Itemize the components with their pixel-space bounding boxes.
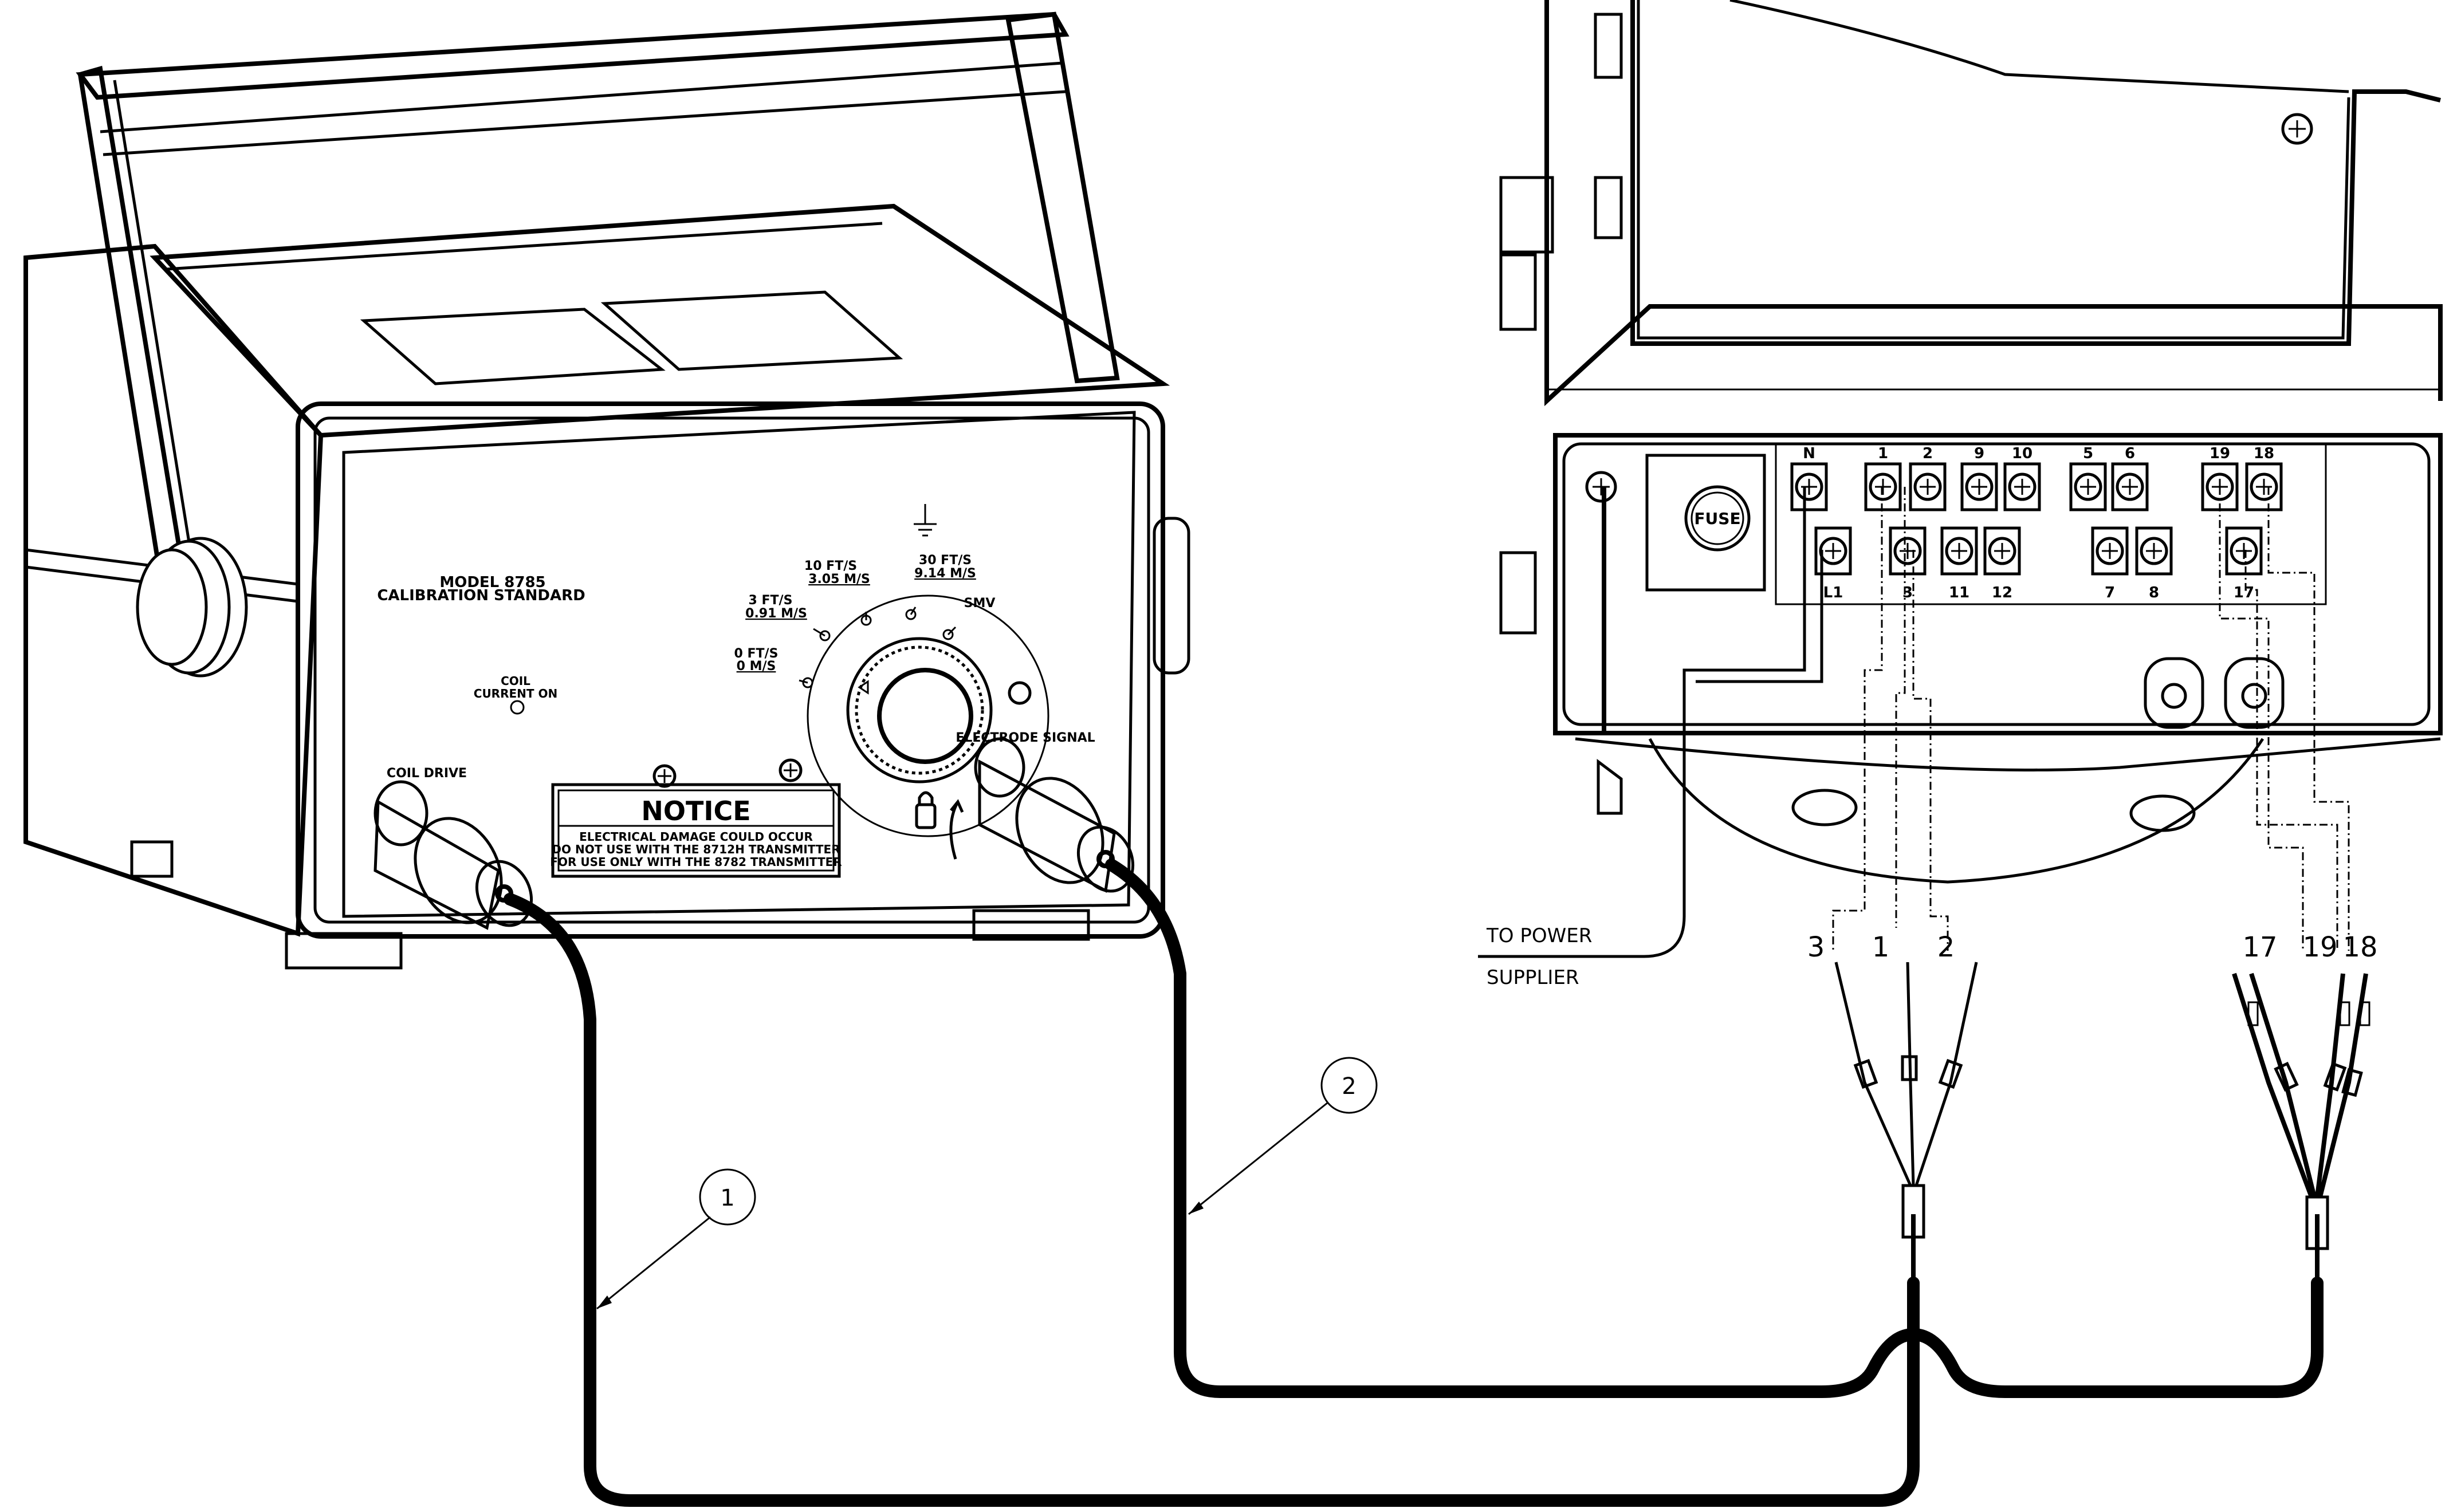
svg-text:FUSE: FUSE [1694,509,1740,528]
terminal-label: 7 [2105,584,2115,601]
terminal-label: 9 [1974,445,1984,462]
top-plate-right [600,290,903,371]
terminal-label: 19 [2210,445,2230,462]
wire-label-3: 3 [1807,931,1825,963]
svg-text:2: 2 [1342,1073,1356,1100]
dial-3fts: 3 FT/S [749,593,793,608]
rotate-arrow-icon [949,799,964,860]
calibration-standard-device: MODEL 8785 CALIBRATION STANDARD COIL CUR… [23,11,1190,970]
terminal-3[interactable]: 3 [1889,526,1927,601]
coil-conductors [1832,487,1949,951]
svg-text:0 M/S: 0 M/S [737,659,776,674]
terminal-label: 8 [2149,584,2159,601]
svg-text:0.91 M/S: 0.91 M/S [745,607,807,621]
callout-2: 2 [1188,1057,1378,1215]
terminal-label: 10 [2012,445,2033,462]
electrode-cable-breakout [2232,972,2370,1283]
electrode-signal-cable[interactable] [1105,859,2324,1398]
power-label: TO POWER [1486,924,1592,947]
terminal-11[interactable]: 11 [1940,526,1978,601]
indicator-icon [1008,681,1032,705]
terminal-label: 6 [2125,445,2135,462]
terminal-label: 11 [1949,584,1969,601]
terminal-label: 5 [2083,445,2093,462]
ground-screw-icon [1585,471,1617,503]
dial-0fts: 0 FT/S [734,647,779,661]
electrode-conductors [2219,487,2350,951]
terminal-17[interactable]: 17 [2225,526,2263,601]
coil-wire-labels: 3 1 2 [1807,931,1955,963]
model-label: MODEL 8785 [439,574,545,591]
notice-line1: ELECTRICAL DAMAGE COULD OCCUR [579,830,813,844]
cover-screw-icon [2281,113,2313,145]
lock-icon [915,791,937,829]
wire-label-2: 2 [1937,931,1955,963]
supplier-label: SUPPLIER [1487,966,1579,989]
ground-icon [914,504,937,537]
electrode-wire-labels: 17 19 18 [2242,931,2377,963]
notice-title: NOTICE [641,796,750,826]
coil-current-label: CURRENT ON [474,687,557,700]
terminal-label: L1 [1823,584,1843,601]
fuse-icon: FUSE [1684,485,1751,552]
notice-line3: FOR USE ONLY WITH THE 8782 TRANSMITTER [550,855,842,869]
terminal-1[interactable]: 1 [1864,445,1902,511]
terminal-18[interactable]: 18 [2245,445,2283,511]
coil-led [510,700,525,715]
dial-10fts: 10 FT/S [804,559,857,573]
screw-icon [652,764,677,788]
callout-1: 1 [596,1168,756,1310]
notice-line2: DO NOT USE WITH THE 8712H TRANSMITTER [552,842,840,856]
model-subtitle: CALIBRATION STANDARD [377,587,585,604]
top-plate-left [360,308,666,385]
range-selector-knob[interactable] [807,594,1049,837]
coil-cable-breakout [1834,962,1978,1283]
terminal-N[interactable]: N [1790,445,1828,511]
svg-text:9.14 M/S: 9.14 M/S [914,566,976,581]
terminal-label: 18 [2254,445,2274,462]
coil-drive-connector[interactable] [374,780,541,937]
coil-drive-cable[interactable] [504,893,1920,1507]
terminal-7[interactable]: 7 [2091,526,2129,601]
terminal-6[interactable]: 6 [2111,445,2149,511]
power-lead [1478,487,1806,958]
terminal-19[interactable]: 19 [2201,445,2239,511]
coil-drive-label: COIL DRIVE [387,766,467,781]
svg-text:3.05 M/S: 3.05 M/S [808,572,870,586]
svg-text:1: 1 [720,1185,734,1211]
wire-label-17: 17 [2242,931,2277,963]
electrode-signal-label: ELECTRODE SIGNAL [956,731,1095,745]
terminal-9[interactable]: 9 [1960,445,1998,511]
wire-label-18: 18 [2342,931,2377,963]
wire-label-1: 1 [1872,931,1890,963]
wire-label-19: 19 [2302,931,2337,963]
screw-icon [779,758,803,782]
dial-30fts: 30 FT/S [919,553,972,568]
terminal-2[interactable]: 2 [1909,445,1947,511]
notice-plate: NOTICE ELECTRICAL DAMAGE COULD OCCUR DO … [550,783,842,878]
terminal-label: 2 [1923,445,1933,462]
terminal-label: 17 [2234,584,2254,601]
terminal-label: 1 [1878,445,1888,462]
terminal-label: N [1803,445,1815,462]
terminal-label: 12 [1992,584,2012,601]
coil-label: COIL [501,674,530,688]
terminal-8[interactable]: 8 [2135,526,2173,601]
terminal-10[interactable]: 10 [2003,445,2041,511]
terminal-L1[interactable]: L1 [1814,526,1852,601]
terminal-5[interactable]: 5 [2069,445,2107,511]
terminal-12[interactable]: 12 [1983,526,2021,601]
